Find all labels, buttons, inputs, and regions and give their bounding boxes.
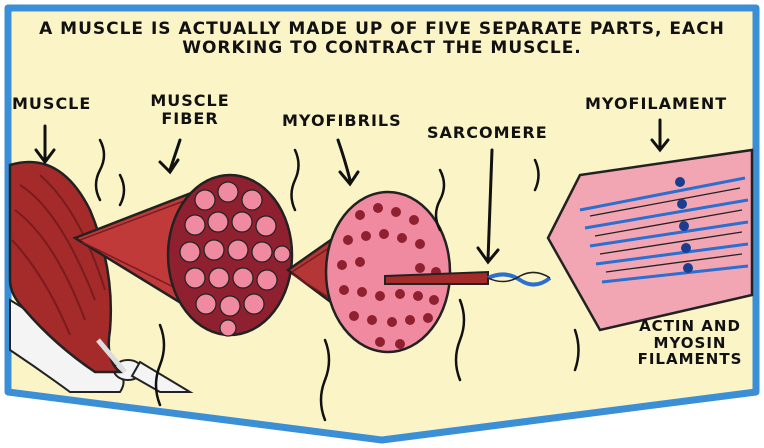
label-muscle: MUSCLE xyxy=(12,95,91,113)
label-sarcomere: SARCOMERE xyxy=(427,124,548,142)
caption-text: A MUSCLE IS ACTUALLY MADE UP OF FIVE SEP… xyxy=(20,20,744,57)
label-myofibrils: MYOFIBRILS xyxy=(282,112,402,130)
label-myofilament: MYOFILAMENT xyxy=(585,95,727,113)
label-muscle-fiber: MUSCLE FIBER xyxy=(140,92,240,127)
label-actin-myosin: ACTIN AND MYOSIN FILAMENTS xyxy=(630,318,750,368)
